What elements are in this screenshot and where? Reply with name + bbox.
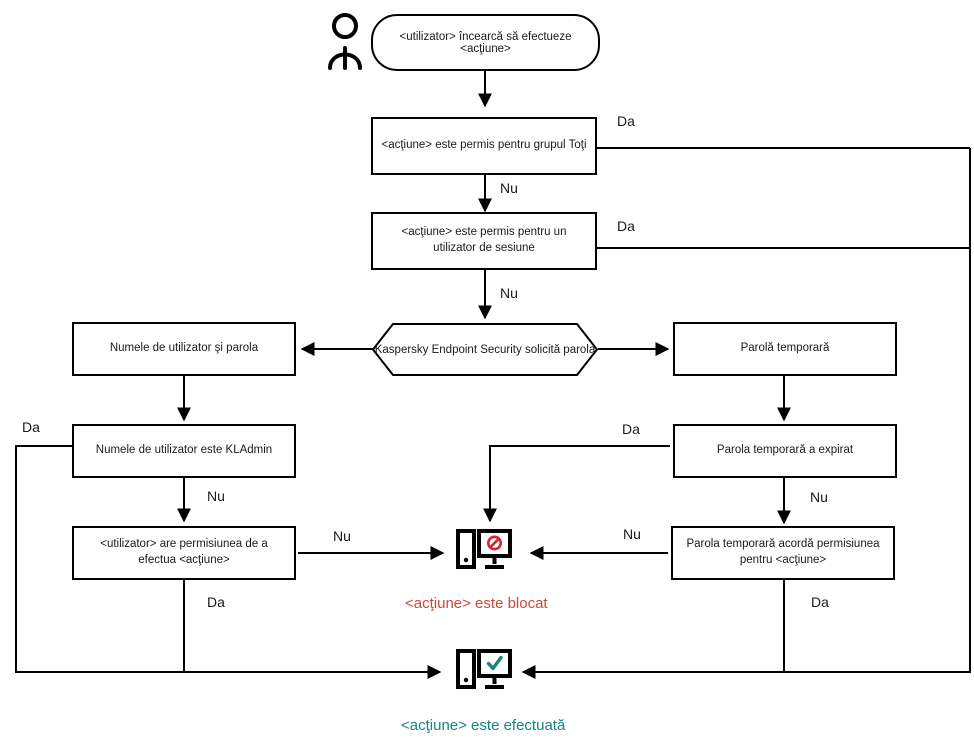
node-temp-password-grants-permission-label: Parola temporară acordă permisiunea pent… [686,538,880,566]
edge-label-grants-no: Nu [623,526,641,542]
computer-blocked-icon [455,527,513,579]
start-node-label: <utilizator> încearcă să efectueze <acţi… [399,30,572,55]
terminal-blocked-caption: <acţiune> este blocat [405,595,548,612]
edge-label-expired-yes: Da [622,421,640,437]
node-temporary-password[interactable]: Parolă temporară [673,322,897,376]
edge-label-everyone-no: Nu [500,180,518,196]
node-allowed-everyone-label: <acţiune> este permis pentru grupul Toţi [381,139,587,152]
node-temp-password-grants-permission[interactable]: Parola temporară acordă permisiunea pent… [671,526,895,580]
node-kes-requests-password[interactable]: Kaspersky Endpoint Security solicită par… [371,322,599,377]
node-allowed-session-user[interactable]: <acţiune> este permis pentru un utilizat… [371,212,597,270]
user-actor-icon [322,12,368,72]
node-temporary-password-label: Parolă temporară [740,342,830,355]
computer-check-icon [455,647,513,699]
terminal-performed-caption: <acţiune> este efectuată [401,717,566,734]
node-user-has-permission-label: <utilizator> are permisiunea de a efectu… [100,538,268,566]
node-username-and-password[interactable]: Numele de utilizator şi parola [72,322,296,376]
node-allowed-everyone[interactable]: <acţiune> este permis pentru grupul Toţi [371,117,597,175]
node-user-has-permission[interactable]: <utilizator> are permisiunea de a efectu… [72,526,296,580]
edge-label-permission-yes: Da [207,594,225,610]
edge-label-everyone-yes: Da [617,113,635,129]
edge-label-kladmin-no: Nu [207,488,225,504]
node-username-and-password-label: Numele de utilizator şi parola [109,342,259,355]
edge-label-expired-no: Nu [810,489,828,505]
node-username-is-kladmin-label: Numele de utilizator este KLAdmin [95,444,273,457]
node-username-is-kladmin[interactable]: Numele de utilizator este KLAdmin [72,424,296,478]
edge-label-session-yes: Da [617,218,635,234]
node-temporary-password-expired-label: Parola temporară a expirat [716,444,854,457]
edge-label-permission-no: Nu [333,528,351,544]
node-allowed-session-user-label: <acţiune> este permis pentru un utilizat… [401,226,567,254]
edge-label-session-no: Nu [500,285,518,301]
edge-expired-yes [483,445,670,523]
edge-label-grants-yes: Da [811,594,829,610]
edge-label-kladmin-yes: Da [22,419,40,435]
node-temporary-password-expired[interactable]: Parola temporară a expirat [673,424,897,478]
start-node[interactable]: <utilizator> încearcă să efectueze <acţi… [371,14,600,71]
